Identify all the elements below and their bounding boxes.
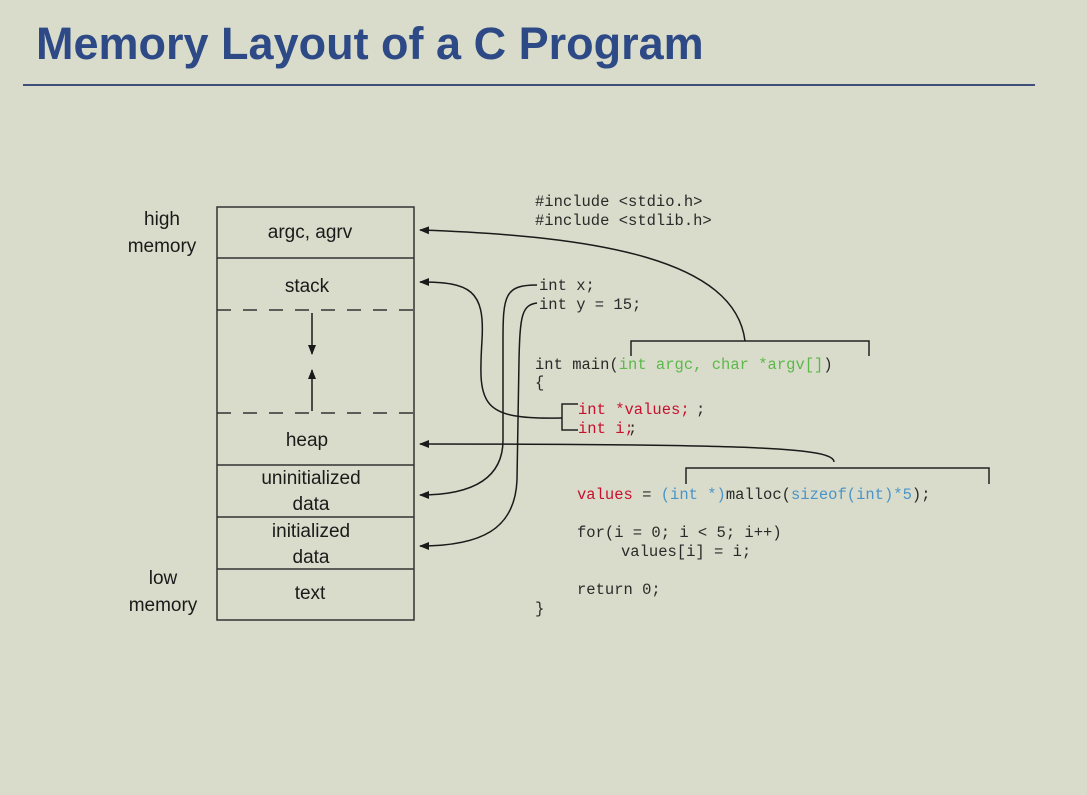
low-memory-label-1: low: [149, 568, 178, 589]
segment-uninit-label-1: uninitialized: [261, 468, 360, 489]
segment-text-label: text: [295, 583, 326, 604]
params-bracket: [630, 340, 870, 356]
code-cast: (int *): [661, 486, 726, 504]
title-divider: [23, 84, 1035, 86]
locals-bracket: [561, 403, 578, 431]
arrow-x-to-uninit: [419, 284, 538, 499]
high-memory-label-2: memory: [128, 236, 197, 257]
code-main-params: int argc, char *argv[]: [619, 356, 824, 374]
code-i-semicolon: ;: [628, 420, 637, 438]
segment-heap-label: heap: [286, 430, 328, 451]
segment-argc-label: argc, agrv: [268, 222, 353, 243]
code-main-suffix: ): [823, 356, 832, 374]
malloc-bracket: [685, 467, 990, 484]
arrow-y-to-init: [419, 302, 538, 550]
code-malloc-close: ): [912, 486, 921, 504]
arrow-locals-to-stack: [419, 278, 563, 419]
code-int-x: int x;: [539, 277, 595, 295]
high-memory-label-1: high: [144, 209, 180, 230]
code-include-stdio: #include <stdio.h>: [535, 193, 702, 211]
code-for-line: for(i = 0; i < 5; i++): [577, 524, 782, 542]
code-sizeof: sizeof(int)*5: [791, 486, 912, 504]
code-int-y: int y = 15;: [539, 296, 641, 314]
code-loop-body: values[i] = i;: [621, 543, 751, 561]
low-memory-label-2: memory: [129, 595, 198, 616]
arrow-params-to-argc: [419, 226, 746, 342]
code-include-stdlib: #include <stdlib.h>: [535, 212, 712, 230]
code-open-brace: {: [535, 374, 544, 392]
code-main-signature: int main(int argc, char *argv[]): [535, 356, 833, 374]
code-close-brace: }: [535, 600, 544, 618]
segment-uninit-label-2: data: [293, 494, 330, 515]
code-malloc-semicolon: ;: [921, 486, 930, 504]
code-malloc-line: values = (int *)malloc(sizeof(int)*5);: [577, 486, 931, 504]
code-values-semicolon: ;: [696, 401, 705, 419]
segment-init-label-2: data: [293, 547, 330, 568]
code-return: return 0;: [577, 581, 661, 599]
code-assign-eq: =: [633, 486, 661, 504]
segment-stack-label: stack: [285, 276, 330, 297]
code-main-prefix: int main(: [535, 356, 619, 374]
segment-init-label-1: initialized: [272, 521, 350, 542]
code-values-decl: int *values;: [578, 401, 690, 419]
code-assign-lhs: values: [577, 486, 633, 504]
arrow-malloc-to-heap: [419, 440, 835, 463]
slide-title: Memory Layout of a C Program: [36, 18, 704, 69]
code-malloc: malloc(: [726, 486, 791, 504]
code-i-decl: int i;: [578, 420, 634, 438]
